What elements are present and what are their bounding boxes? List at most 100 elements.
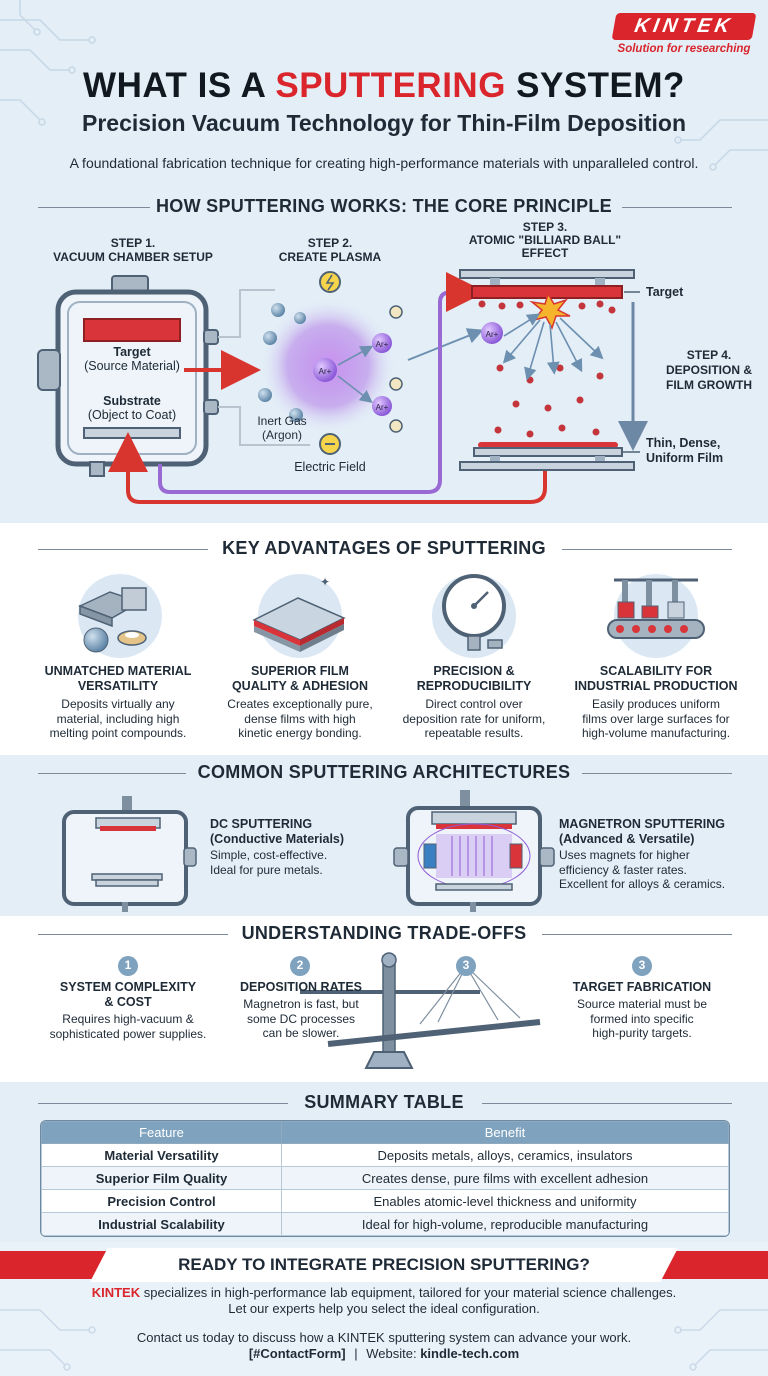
argon-text: (Argon) (261, 428, 302, 442)
tradeoff-title-line1: DEPOSITION RATES (239, 980, 362, 994)
tradeoff-title-line1: SYSTEM COMPLEXITY (59, 980, 197, 994)
layered-film-icon: ✦ (252, 574, 346, 658)
target-sub-text: (Source Material) (84, 359, 180, 373)
architectures-heading-text: COMMON SPUTTERING ARCHITECTURES (197, 762, 571, 782)
table-row: Superior Film Quality Creates dense, pur… (41, 1166, 729, 1190)
heading-rule-left (38, 934, 228, 935)
advantages-heading: KEY ADVANTAGES OF SPUTTERING (0, 538, 768, 559)
tradeoff-desc-line1: Source material must be (576, 997, 708, 1011)
cta-contact-block: Contact us today to discuss how a KINTEK… (0, 1330, 768, 1362)
feature-cell: Material Versatility (41, 1143, 282, 1167)
page-subtitle: Precision Vacuum Technology for Thin-Fil… (81, 110, 687, 136)
table-row: Precision Control Enables atomic-level t… (41, 1189, 729, 1213)
benefit-cell: Enables atomic-level thickness and unifo… (281, 1189, 729, 1213)
electric-field-label: Electric Field (294, 460, 366, 474)
mag-title-line2: (Advanced & Versatile) (559, 832, 695, 846)
kintek-logo[interactable]: KINTEK Solution for researching (611, 13, 757, 61)
table-row: Material Versatility Deposits metals, al… (41, 1143, 729, 1167)
materials-icon (78, 574, 162, 658)
ion-label-2: Ar+ (376, 340, 389, 349)
tradeoff-num-2: 2 (296, 958, 304, 972)
film-line1: Thin, Dense, (646, 436, 721, 450)
advantage-desc-line3: melting point compounds. (49, 726, 187, 740)
advantage-desc-line1: Deposits virtually any (61, 697, 175, 711)
tradeoff-desc-line2: sophisticated power supplies. (49, 1026, 207, 1041)
website-label: Website: (366, 1346, 417, 1361)
title-part-1: WHAT IS A (83, 66, 276, 105)
advantage-desc-line1: Direct control over (425, 697, 523, 711)
step3-line3: EFFECT (521, 246, 569, 260)
advantage-title-line1: PRECISION & (433, 664, 515, 678)
svg-text:✦: ✦ (320, 575, 330, 589)
how-heading-text: HOW SPUTTERING WORKS: THE CORE PRINCIPLE (155, 196, 612, 216)
page-intro: A foundational fabrication technique for… (69, 155, 699, 171)
column-header-feature: Feature (41, 1121, 282, 1144)
step1-line1: STEP 1. (110, 236, 156, 250)
target-label: Target (Source Material) (74, 345, 190, 373)
step4-label: STEP 4. DEPOSITION & FILM GROWTH (650, 348, 768, 393)
how-heading: HOW SPUTTERING WORKS: THE CORE PRINCIPLE (0, 196, 768, 217)
benefit-cell: Deposits metals, alloys, ceramics, insul… (281, 1143, 729, 1167)
advantage-desc-line3: high-volume manufacturing. (581, 726, 731, 740)
cta-contact: Contact us today to discuss how a KINTEK… (136, 1330, 632, 1345)
advantage-item: SCALABILITY FOR INDUSTRIAL PRODUCTION Ea… (556, 664, 756, 741)
step4-line1: STEP 4. (686, 348, 732, 362)
cta-links: [#ContactForm] | Website: kindle-tech.co… (0, 1346, 768, 1362)
inert-gas-text: Inert Gas (257, 414, 307, 428)
tradeoffs-heading: UNDERSTANDING TRADE-OFFS (0, 923, 768, 944)
advantage-desc-line2: films over large surfaces for (582, 711, 730, 726)
advantage-icons: ✦ (78, 574, 705, 658)
summary-table-wrapper: Feature Benefit Material Versatility Dep… (40, 1120, 730, 1237)
magnetron-sputtering-text: MAGNETRON SPUTTERING (Advanced & Versati… (559, 817, 759, 892)
dc-desc-line2: Ideal for pure metals. (210, 862, 323, 877)
plasma-icon: Ar+ Ar+ Ar+ (258, 271, 403, 455)
advantage-desc-line1: Creates exceptionally pure, (227, 697, 373, 711)
contact-form-link[interactable]: [#ContactForm] (248, 1346, 346, 1361)
advantage-desc-line2: material, including high (56, 711, 180, 726)
ion-label-4: Ar+ (486, 330, 499, 339)
step3-line1: STEP 3. (522, 220, 568, 234)
tradeoff-item: DEPOSITION RATES Magnetron is fast, but … (226, 980, 376, 1041)
advantage-title-line2: INDUSTRIAL PRODUCTION (574, 679, 738, 693)
benefit-cell: Creates dense, pure films with excellent… (281, 1166, 729, 1190)
balance-scale-icon (118, 952, 652, 1069)
magnetron-chamber-icon (393, 790, 555, 912)
film-label: Thin, Dense, Uniform Film (646, 436, 723, 466)
cta-line-1: KINTEK specializes in high-performance l… (0, 1285, 768, 1301)
advantage-title-line1: SUPERIOR FILM (251, 664, 349, 678)
substrate-label: Substrate (Object to Coat) (74, 394, 190, 422)
mag-title-line1: MAGNETRON SPUTTERING (559, 817, 725, 831)
cta-line-2: Let our experts help you select the idea… (228, 1301, 540, 1316)
tradeoff-desc-line3: high-purity targets. (592, 1026, 692, 1040)
heading-rule-left (38, 207, 150, 208)
heading-rule-left (38, 773, 186, 774)
advantage-title-line1: UNMATCHED MATERIAL (44, 664, 192, 678)
column-header-benefit: Benefit (281, 1121, 729, 1144)
dc-sputtering-chamber-icon (62, 796, 197, 912)
step2-line2: CREATE PLASMA (278, 250, 382, 264)
benefit-cell: Ideal for high-volume, reproducible manu… (281, 1212, 729, 1236)
tradeoff-num-4: 3 (638, 958, 646, 972)
step1-label: STEP 1. VACUUM CHAMBER SETUP (38, 236, 228, 264)
ion-label-3: Ar+ (376, 403, 389, 412)
logo-wordmark: KINTEK (611, 13, 757, 40)
heading-rule-right (562, 549, 732, 550)
logo-tagline: Solution for researching (617, 43, 751, 55)
heading-rule-right (582, 773, 732, 774)
advantage-title-line2: QUALITY & ADHESION (231, 679, 369, 693)
step1-line2: VACUUM CHAMBER SETUP (53, 250, 213, 264)
vacuum-chamber-icon (37, 275, 219, 477)
dc-title-line1: DC SPUTTERING (210, 817, 313, 831)
tradeoff-desc-line3: can be slower. (262, 1026, 340, 1040)
tradeoffs-heading-text: UNDERSTANDING TRADE-OFFS (241, 923, 527, 943)
circuit-decoration-bottom (0, 1309, 768, 1371)
heading-rule-right (622, 207, 732, 208)
film-line2: Uniform Film (646, 451, 724, 465)
sputtering-process-diagram: Ar+ Ar+ Ar+ Ar+ (37, 269, 648, 504)
website-link[interactable]: kindle-tech.com (420, 1346, 520, 1361)
advantage-title-line2: VERSATILITY (77, 679, 159, 693)
ion-label-1: Ar+ (319, 367, 332, 376)
cta-title: READY TO INTEGRATE PRECISION SPUTTERING? (90, 1248, 678, 1282)
page-title: WHAT IS A SPUTTERING SYSTEM? (0, 66, 768, 106)
step3-line2: ATOMIC "BILLIARD BALL" (468, 233, 622, 247)
